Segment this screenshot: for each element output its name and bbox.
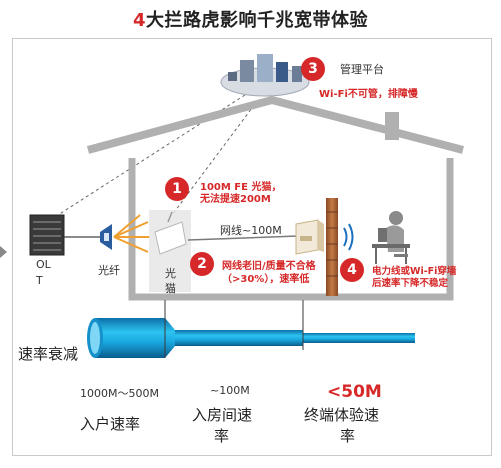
- fiber-label: 光纤: [98, 264, 120, 277]
- fiber-connector-icon: [100, 224, 112, 250]
- title-text: 大拦路虎影响千兆宽带体验: [146, 10, 369, 31]
- optical-modem-icon: [149, 210, 191, 292]
- modem-label-line1: 光: [165, 267, 176, 280]
- badge-3: 3: [301, 57, 325, 81]
- management-platform-icon: [220, 54, 310, 97]
- point-2-line2: （>30%），速率低: [222, 274, 310, 285]
- page-title: 4大拦路虎影响千兆宽带体验: [0, 6, 501, 32]
- point-4-line2: 后速率下降不稳定: [372, 278, 449, 289]
- badge-2: 2: [190, 252, 214, 276]
- point-4-line1: 电力线或Wi-Fi穿墙: [372, 266, 457, 277]
- attenuation-pipe: [87, 318, 415, 358]
- stage-2-label-line1: 入房间速: [192, 406, 253, 424]
- stage-2-value: ~100M: [210, 384, 250, 397]
- left-arrow-icon: [0, 246, 7, 258]
- stage-3-label-line2: 率: [340, 427, 356, 445]
- olt-icon: [29, 214, 65, 256]
- attenuation-label: 速率衰减: [18, 345, 79, 363]
- management-platform-label: 管理平台: [340, 63, 384, 76]
- olt-label-line1: OL: [36, 258, 51, 271]
- point-1-line2: 无法提速200M: [200, 194, 271, 205]
- badge-4: 4: [340, 258, 364, 282]
- point-1-line1: 100M FE 光猫，: [200, 182, 282, 193]
- wall-icon: [326, 198, 338, 296]
- fiber-light-rays: [113, 214, 150, 253]
- house-outline: [86, 95, 465, 301]
- user-desk-icon: [372, 211, 410, 264]
- wifi-waves-icon: [343, 223, 354, 251]
- network-cable: [187, 235, 299, 241]
- stage-1-value: 1000M～500M: [80, 387, 159, 400]
- stage-3-label-line1: 终端体验速: [304, 406, 380, 424]
- stage-2-label-line2: 率: [214, 427, 230, 445]
- badge-1: 1: [165, 177, 189, 201]
- olt-label-line2: T: [36, 274, 43, 287]
- modem-label-line2: 猫: [165, 282, 176, 295]
- stage-3-value: <50M: [327, 382, 382, 402]
- router-icon: [295, 219, 324, 255]
- point-2-line1: 网线老旧/质量不合格: [222, 261, 316, 272]
- stage-1-label: 入户速率: [80, 415, 141, 433]
- title-number: 4: [132, 10, 147, 31]
- cable-label: 网线~100M: [220, 224, 282, 237]
- stage-dividers: [164, 300, 304, 358]
- point-3-text: Wi-Fi不可管，排障慢: [319, 89, 418, 100]
